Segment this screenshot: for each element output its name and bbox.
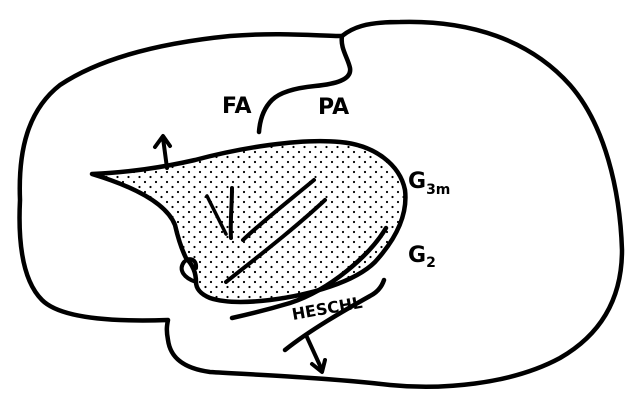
arrow-up-icon: [155, 136, 170, 168]
label-g3m: G3m: [408, 169, 450, 198]
gyrus-line-1: [231, 188, 232, 238]
label-g2: G2: [408, 243, 436, 271]
label-pa: PA: [318, 95, 349, 120]
arrow-down-icon: [306, 335, 325, 372]
stippled-insular-region: [92, 141, 405, 302]
label-fa: FA: [222, 94, 252, 119]
